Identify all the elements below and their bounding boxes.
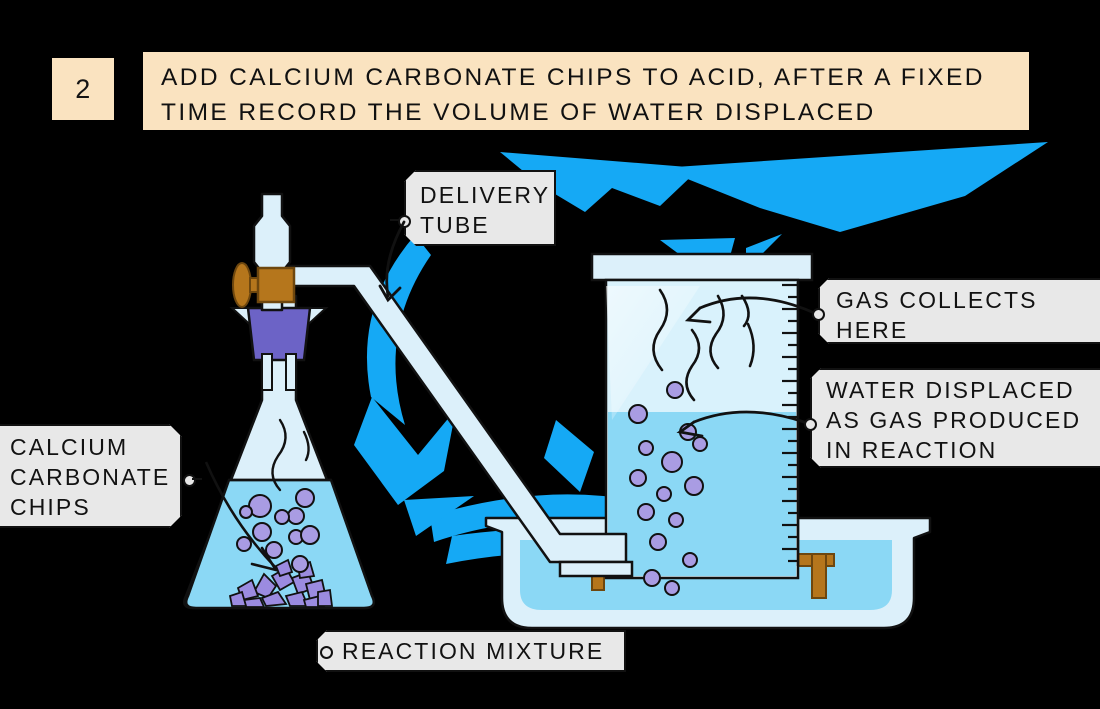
cylinder-rim: [590, 252, 814, 282]
label-reaction-mixture: REACTION MIXTURE: [316, 630, 626, 672]
chips-line-3: CHIPS: [10, 494, 91, 520]
flask-bubbles: [236, 488, 320, 573]
label-calcium-carbonate-chips: CALCIUM CARBONATE CHIPS: [0, 424, 182, 528]
rubber-bung: [229, 306, 329, 391]
cylinder-bubbles: [628, 381, 708, 596]
step-number-badge: 2: [52, 58, 114, 120]
step-number: 2: [75, 73, 91, 104]
measuring-cylinder: [590, 234, 814, 596]
water-displaced-line-1: WATER DISPLACED: [826, 377, 1075, 403]
water-displaced-line-2: AS GAS PRODUCED: [826, 407, 1082, 433]
water-displaced-line-3: IN REACTION: [826, 437, 998, 463]
gas-collects-line-2: HERE: [836, 317, 909, 343]
reaction-mixture-text: REACTION MIXTURE: [342, 638, 605, 664]
stopcock-tap: [232, 262, 296, 308]
conical-flask: [183, 294, 375, 610]
delivery-tube-line-1: DELIVERY: [420, 182, 551, 208]
label-gas-collects-here: GAS COLLECTS HERE: [818, 278, 1100, 344]
gas-collects-line-1: GAS COLLECTS: [836, 287, 1038, 313]
label-water-displaced: WATER DISPLACED AS GAS PRODUCED IN REACT…: [810, 368, 1100, 468]
label-delivery-tube: DELIVERY TUBE: [404, 170, 556, 246]
chips-line-1: CALCIUM: [10, 434, 129, 460]
chips-line-2: CARBONATE: [10, 464, 171, 490]
instruction-banner: ADD CALCIUM CARBONATE CHIPS TO ACID, AFT…: [143, 52, 1029, 130]
delivery-tube: [284, 264, 634, 578]
calcium-carbonate-chips: [228, 558, 334, 608]
delivery-tube-line-2: TUBE: [420, 212, 490, 238]
instruction-line-2: TIME RECORD THE VOLUME OF WATER DISPLACE…: [161, 99, 876, 126]
instruction-line-1: ADD CALCIUM CARBONATE CHIPS TO ACID, AFT…: [161, 64, 985, 91]
